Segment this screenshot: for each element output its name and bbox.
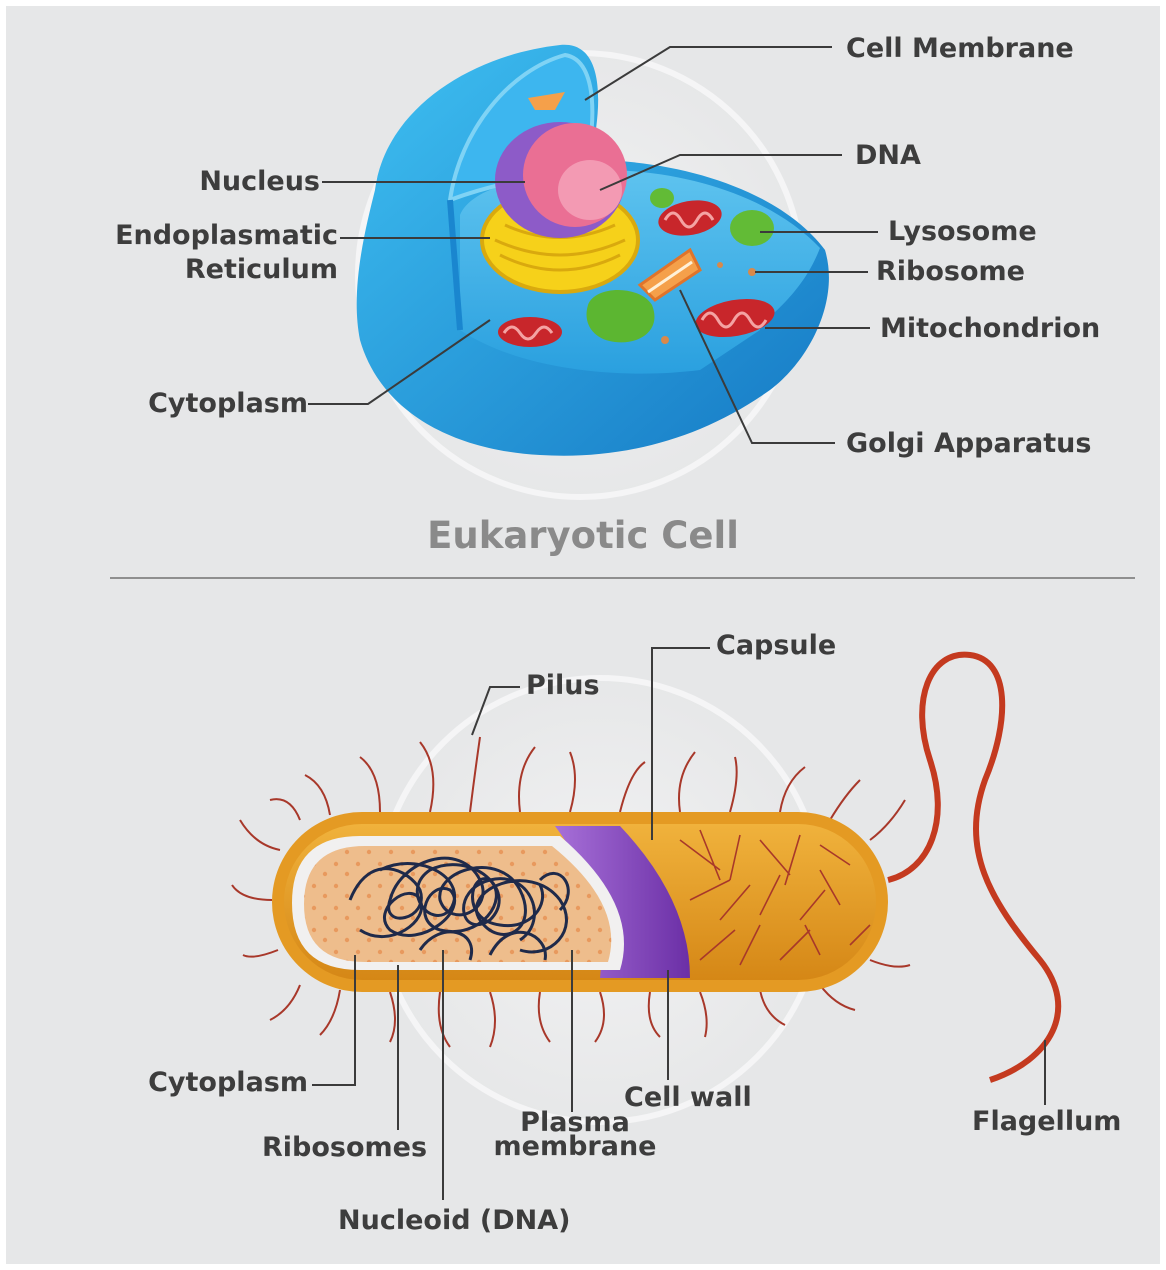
label-cell-wall: Cell wall xyxy=(624,1083,752,1113)
label-lysosome: Lysosome xyxy=(888,217,1037,247)
label-er-line1: Endoplasmatic xyxy=(60,221,338,251)
label-er-line2: Reticulum xyxy=(60,255,338,285)
label-cytoplasm-eukaryotic: Cytoplasm xyxy=(100,389,308,419)
mitochondrion-shape-3 xyxy=(498,317,562,347)
label-flagellum: Flagellum xyxy=(972,1107,1121,1137)
label-plasma-line2: membrane xyxy=(480,1136,670,1158)
label-ribosome: Ribosome xyxy=(876,257,1025,287)
label-golgi-apparatus: Golgi Apparatus xyxy=(846,429,1091,459)
label-pilus: Pilus xyxy=(526,671,600,701)
lysosome-shape-1 xyxy=(587,290,655,342)
label-ribosomes: Ribosomes xyxy=(262,1133,427,1163)
label-cell-membrane: Cell Membrane xyxy=(846,34,1074,64)
lysosome-shape-2 xyxy=(730,210,774,246)
label-capsule: Capsule xyxy=(716,631,836,661)
label-dna: DNA xyxy=(855,141,921,171)
label-cytoplasm-prokaryotic: Cytoplasm xyxy=(100,1068,308,1098)
eukaryotic-cell-title: Eukaryotic Cell xyxy=(0,514,1166,557)
label-nucleus: Nucleus xyxy=(120,167,320,197)
label-mitochondrion: Mitochondrion xyxy=(880,314,1100,344)
label-nucleoid: Nucleoid (DNA) xyxy=(338,1206,571,1236)
